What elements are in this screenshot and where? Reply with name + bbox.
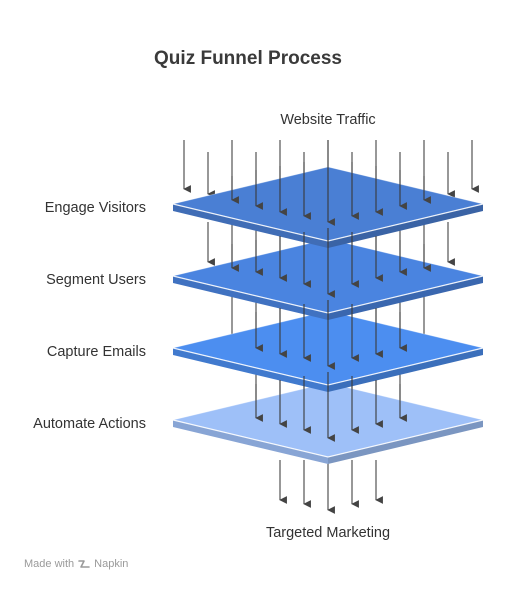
watermark: Made with Napkin <box>24 558 128 570</box>
layer-right-face <box>328 348 483 392</box>
page-title: Quiz Funnel Process <box>154 48 342 69</box>
layer-label-automate: Automate Actions <box>33 416 146 432</box>
layer-left-face <box>173 204 328 248</box>
input-label: Website Traffic <box>280 112 376 128</box>
layer-right-face <box>328 276 483 320</box>
napkin-logo-icon <box>78 560 90 568</box>
output-label: Targeted Marketing <box>265 525 391 541</box>
layer-left-face <box>173 420 328 464</box>
layer-edge-highlight <box>172 419 484 458</box>
layer-label-segment: Segment Users <box>46 272 146 288</box>
watermark-brand: Napkin <box>94 558 129 570</box>
flow-arrows-foreground <box>231 140 431 442</box>
watermark-text: Made with <box>24 558 75 570</box>
layer-left-face <box>173 276 328 320</box>
layer-label-capture: Capture Emails <box>46 344 146 360</box>
layer-left-face <box>173 348 328 392</box>
layer-right-face <box>328 204 483 248</box>
layer-label-engage: Engage Visitors <box>44 200 146 216</box>
funnel-layers <box>172 166 484 464</box>
layer-right-face <box>328 420 483 464</box>
